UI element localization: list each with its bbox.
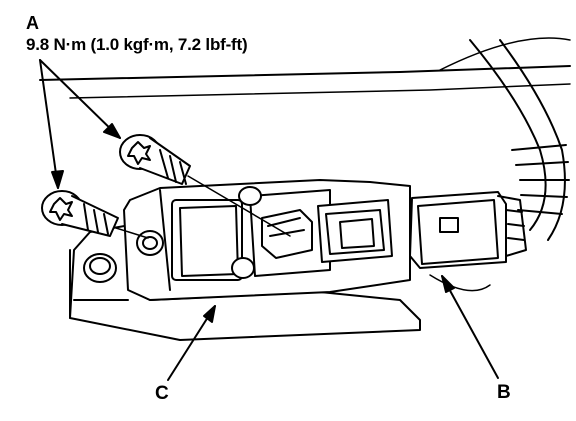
callout-c-label: C [155, 383, 169, 404]
sensor-connector [317, 199, 393, 263]
torque-spec-label: 9.8 N·m (1.0 kgf·m, 7.2 lbf-ft) [26, 35, 248, 54]
leader-arrows [39, 59, 499, 381]
wire-harness [469, 39, 570, 241]
bracket-bolt [83, 253, 117, 283]
torx-bolt-lower [41, 190, 119, 237]
callout-b-label: B [497, 382, 511, 403]
callout-a-label: A [26, 13, 39, 33]
mounting-bracket [69, 224, 421, 341]
panel-edge [39, 37, 571, 99]
harness-connector [409, 191, 527, 292]
bolt-path-lines [115, 175, 291, 239]
torx-bolt-upper [119, 134, 191, 185]
